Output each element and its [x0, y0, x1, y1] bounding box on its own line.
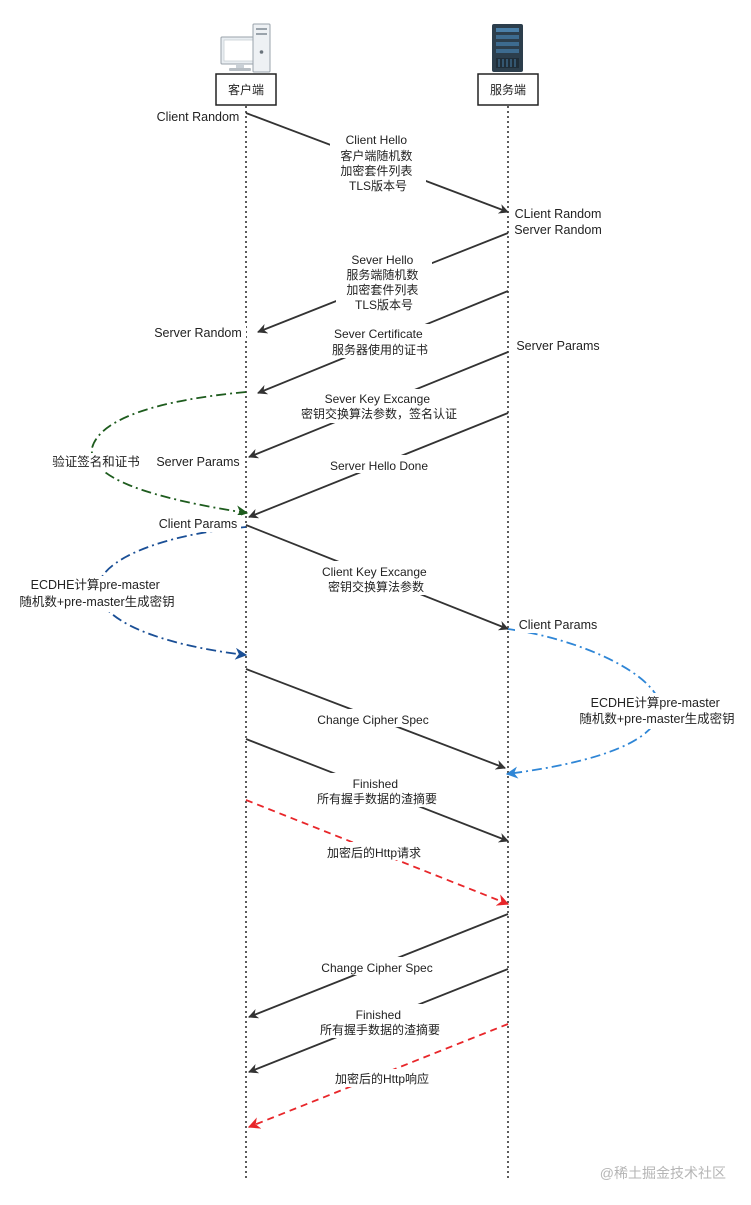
msg-line: Client Hello — [346, 133, 408, 147]
encrypted-http-response-arrow — [247, 1023, 509, 1129]
svg-text:Client Key Excange 密钥交换算: Client Key Excange 密钥交换算法参数 — [322, 565, 430, 594]
msg-line: Finished — [353, 777, 398, 791]
watermark: @稀土掘金技术社区 — [600, 1165, 726, 1181]
svg-text:Server Params: Server Params — [156, 455, 239, 469]
message-label-server-hello-done: Server Hello Done — [324, 455, 434, 473]
server-label: 服务端 — [490, 82, 526, 97]
svg-text:Server Random: Server Random — [154, 326, 242, 340]
svg-text:Client Params: Client Params — [519, 618, 598, 632]
verify-signature-note: 验证签名和证书 — [48, 453, 144, 471]
msg-line: Change Cipher Spec — [321, 961, 432, 975]
encrypted-http-request-arrow — [245, 799, 510, 906]
message-label-client-key-exchange: Client Key Excange 密钥交换算法参数 — [318, 561, 434, 595]
msg-line: 加密套件列表 — [340, 163, 412, 178]
msg-line: 客户端随机数 — [340, 148, 412, 163]
svg-text:ECDHE计算pre-master 随机数+pr: ECDHE计算pre-master 随机数+pre-master生成密钥 — [19, 577, 174, 609]
server-side-client-random-label: CLient Random — [511, 205, 605, 222]
msg-line: 密钥交换算法参数 — [328, 579, 424, 594]
msg-line: Server Hello Done — [330, 459, 428, 473]
message-label-encrypted-http-request: 加密后的Http请求 — [322, 842, 426, 860]
message-label-server-change-cipher-spec: Change Cipher Spec — [316, 957, 438, 975]
server-random-label: Server Random — [511, 221, 605, 238]
msg-line: 服务器使用的证书 — [332, 342, 428, 357]
server-rack-icon — [492, 24, 523, 72]
message-label-server-hello: Sever Hello 服务端随机数 加密套件列表 TLS版本号 — [336, 249, 432, 315]
msg-line: 加密后的Http请求 — [327, 845, 421, 860]
message-label-server-key-exchange: Sever Key Excange 密钥交换算法参数，签名认证 — [297, 389, 461, 423]
verify-note-curve — [91, 391, 249, 518]
desktop-computer-icon — [220, 23, 271, 73]
msg-line: 所有握手数据的渣摘要 — [320, 1022, 440, 1037]
msg-line: 密钥交换算法参数，签名认证 — [301, 406, 457, 421]
server-label-box — [477, 73, 539, 106]
svg-text:Client Params: Client Params — [159, 517, 238, 531]
note-line: 随机数+pre-master生成密钥 — [579, 711, 734, 726]
note-line: ECDHE计算pre-master — [591, 695, 720, 710]
server-params-label: Server Params — [513, 337, 605, 354]
server-participant: 服务端 — [477, 24, 539, 106]
svg-text:Server Params: Server Params — [516, 339, 599, 353]
msg-line: 加密后的Http响应 — [335, 1071, 429, 1086]
note-line: ECDHE计算pre-master — [31, 577, 160, 592]
server-ecdhe-note-curve — [505, 628, 661, 779]
svg-text:验证签名和证书: 验证签名和证书 — [52, 454, 140, 469]
client-params-label: Client Params — [155, 515, 241, 532]
svg-text:Finished 所有握手数据的渣摘要: Finished 所有握手数据的渣摘要 — [317, 777, 437, 806]
msg-line: TLS版本号 — [349, 179, 407, 193]
client-label: 客户端 — [228, 82, 264, 97]
message-label-client-finished: Finished 所有握手数据的渣摘要 — [312, 773, 442, 807]
svg-text:Sever Hello 服务端随机数: Sever Hello 服务端随机数 加密套件列表 TLS版本号 — [346, 253, 421, 312]
msg-line: 所有握手数据的渣摘要 — [317, 791, 437, 806]
msg-line: Sever Key Excange — [325, 392, 431, 406]
message-label-client-change-cipher-spec: Change Cipher Spec — [312, 709, 434, 727]
note-line: 随机数+pre-master生成密钥 — [19, 594, 174, 609]
client-side-server-random-label: Server Random — [150, 324, 246, 341]
svg-text:CLient Random: CLient Random — [515, 207, 602, 221]
svg-text:Sever Certificate 服务器使用的: Sever Certificate 服务器使用的证书 — [332, 327, 428, 357]
svg-text:Client Random: Client Random — [157, 110, 240, 124]
message-label-server-certificate: Sever Certificate 服务器使用的证书 — [326, 324, 436, 358]
msg-line: Finished — [356, 1008, 401, 1022]
client-side-server-params-label: Server Params — [152, 453, 244, 470]
msg-line: Sever Hello — [351, 253, 413, 267]
message-label-client-hello: Client Hello 客户端随机数 加密套件列表 TLS版本号 — [330, 128, 426, 194]
svg-text:Finished 所有握手数据的渣摘要: Finished 所有握手数据的渣摘要 — [320, 1008, 440, 1037]
msg-line: Change Cipher Spec — [317, 713, 428, 727]
server-side-client-params-label: Client Params — [515, 616, 601, 633]
svg-text:ECDHE计算pre-master 随机数+pr: ECDHE计算pre-master 随机数+pre-master生成密钥 — [579, 695, 734, 726]
client-label-box — [215, 73, 277, 106]
msg-line: TLS版本号 — [355, 298, 413, 312]
server-ecdhe-note: ECDHE计算pre-master 随机数+pre-master生成密钥 — [572, 693, 744, 729]
svg-text:Client Hello 客户端随机数: Client Hello 客户端随机数 加密套件列表 TLS版本号 — [340, 133, 415, 193]
message-label-server-finished: Finished 所有握手数据的渣摘要 — [314, 1004, 446, 1038]
msg-line: Sever Certificate — [334, 327, 423, 341]
client-random-label: Client Random — [152, 108, 244, 125]
msg-line: 加密套件列表 — [346, 282, 418, 297]
client-ecdhe-note: ECDHE计算pre-master 随机数+pre-master生成密钥 — [12, 576, 184, 612]
svg-text:Sever Key Excange 密钥交换算法: Sever Key Excange 密钥交换算法参数，签名认证 — [301, 392, 457, 421]
client-participant: 客户端 — [215, 23, 277, 106]
message-label-encrypted-http-response: 加密后的Http响应 — [330, 1069, 434, 1087]
svg-text:Server Random: Server Random — [514, 223, 602, 237]
msg-line: 服务端随机数 — [346, 267, 418, 282]
msg-line: Client Key Excange — [322, 565, 427, 579]
